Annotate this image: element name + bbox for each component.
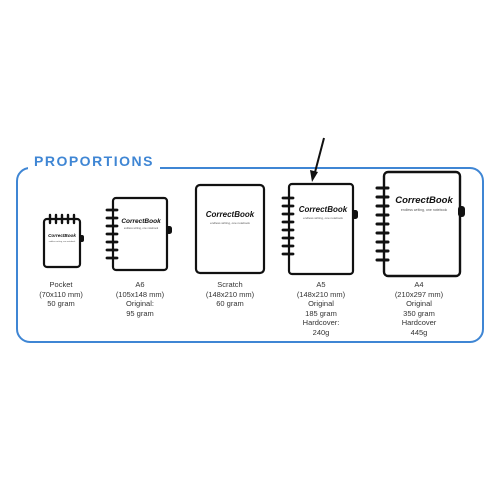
caption-line: A4 [414,280,424,289]
caption-line: 60 gram [216,299,244,309]
caption-scratch: Scratch (148x210 mm) 60 gram [185,280,275,309]
pointer-arrow-icon [310,137,325,182]
caption-line: A5 [316,280,326,289]
svg-text:CorrectBook: CorrectBook [206,210,255,219]
caption-line: 445g [410,327,428,337]
caption-line: 95 gram [126,308,154,318]
svg-text:CorrectBook: CorrectBook [395,195,453,206]
caption-line: (148x210 mm) [296,289,346,299]
caption-a5: A5 (148x210 mm) Original 185 gram Hardco… [276,280,366,338]
notebook-a4-icon: CorrectBook endless writing, one noteboo… [375,170,465,278]
notebook-scratch-icon: CorrectBook endless writing, one noteboo… [194,183,266,275]
caption-line: Pocket [49,280,73,289]
svg-text:endless writing, one notebook: endless writing, one notebook [49,240,75,243]
caption-a4: A4 (210x297 mm) Original 350 gram Hardco… [374,280,464,338]
notebook-a6-icon: CorrectBook endless writing, one noteboo… [105,196,172,272]
caption-line: Original [406,299,432,309]
caption-line: (210x297 mm) [394,289,444,299]
caption-line: Original: [126,299,154,309]
section-title: PROPORTIONS [28,152,160,170]
caption-line: Original [308,299,334,309]
caption-a6: A6 (105x148 mm) Original: 95 gram [95,280,185,318]
svg-text:CorrectBook: CorrectBook [121,218,161,225]
caption-line: (105x148 mm) [115,289,165,299]
caption-line: (70x110 mm) [39,289,83,299]
caption-line: Scratch [217,280,243,289]
caption-line: 350 gram [403,308,435,318]
proportions-frame [16,167,484,343]
caption-line: 240g [312,327,330,337]
notebook-pocket-icon: CorrectBook endless writing, one noteboo… [42,213,84,269]
notebook-a5-icon: CorrectBook endless writing, one noteboo… [281,182,358,276]
svg-text:endless writing, one notebook: endless writing, one notebook [303,216,343,220]
caption-line: 50 gram [47,299,75,309]
caption-line: 185 gram [305,308,337,318]
svg-text:endless writing, one notebook: endless writing, one notebook [401,208,448,212]
svg-text:CorrectBook: CorrectBook [299,205,348,214]
svg-text:CorrectBook: CorrectBook [48,233,76,238]
svg-text:endless writing, one notebook: endless writing, one notebook [210,221,250,225]
caption-pocket: Pocket (70x110 mm) 50 gram [16,280,106,309]
svg-text:endless writing, one notebook: endless writing, one notebook [124,226,159,230]
caption-line: (148x210 mm) [205,289,255,299]
caption-line: A6 [135,280,145,289]
caption-line: Hardcover [401,318,437,328]
caption-line: Hardcover: [302,318,340,328]
